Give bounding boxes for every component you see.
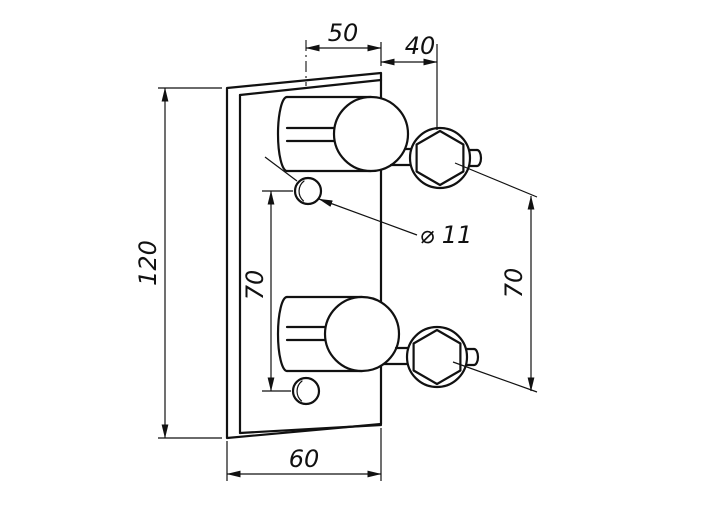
dim-70-bolts-top-extension [454, 162, 538, 198]
dim-40-text: 40 [405, 32, 436, 60]
dim-60-text: 60 [289, 445, 320, 473]
hole-diameter-text: ⌀ 11 [420, 221, 473, 249]
dim-40: 40 [380, 32, 438, 130]
dim-70-bolts-text: 70 [500, 268, 528, 299]
dim-70-bolts-bottom-extension [452, 361, 538, 393]
dim-50: 50 [305, 19, 382, 86]
hole-leader-tail [264, 156, 298, 182]
dim-120-text: 120 [134, 240, 162, 286]
dim-120: 120 [134, 87, 222, 439]
top-hex-bolt-head [415, 129, 465, 187]
plate-holes [291, 176, 323, 406]
dim-70-bolts: 70 [452, 162, 538, 393]
top-boss-assembly [276, 95, 483, 190]
plate-front-top-edge [238, 78, 383, 97]
hole-diameter-callout: ⌀ 11 [264, 156, 473, 249]
bottom-hex-bolt-head [412, 328, 462, 386]
top-cylinder-end-face [332, 95, 410, 173]
bottom-cylinder-end-face [323, 295, 401, 373]
top-cylinder-base-arc [276, 95, 289, 173]
top-hole-depth-arc [298, 180, 305, 202]
dim-70-holes-text: 70 [241, 270, 269, 301]
dim-50-text: 50 [328, 19, 359, 47]
bottom-cylinder-base-arc [276, 295, 289, 373]
dim-70-holes: 70 [241, 190, 293, 392]
bottom-bolt-tip-end-arc [472, 347, 480, 367]
bottom-boss-assembly [276, 295, 480, 389]
dim-60: 60 [226, 428, 382, 481]
top-bolt-tip-end-arc [475, 148, 483, 168]
hole-leader-line [318, 198, 418, 236]
plate-front-bottom-edge [238, 423, 383, 435]
bottom-hole-depth-arc [296, 380, 303, 402]
